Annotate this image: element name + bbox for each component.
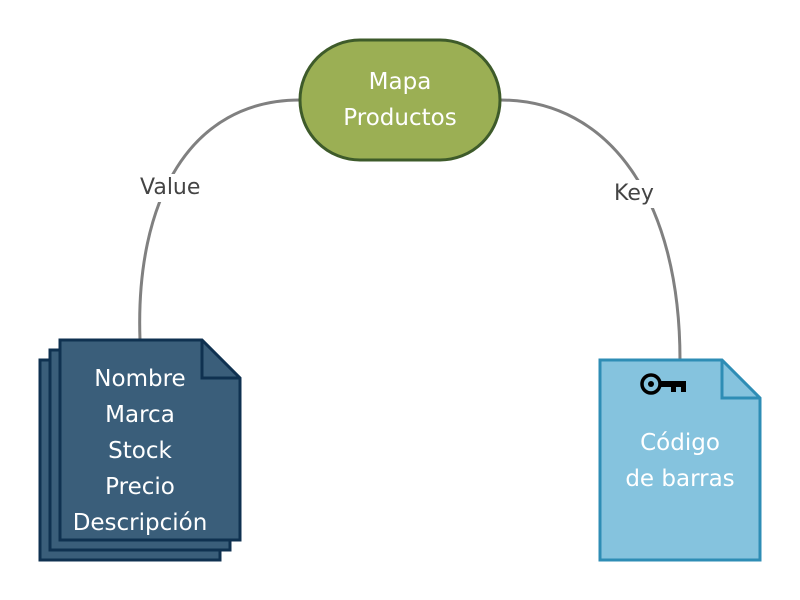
value-node-shape[interactable] xyxy=(38,338,242,562)
value-field-descripcion: Descripción xyxy=(72,510,208,536)
key-icon xyxy=(640,373,686,395)
value-node-label: Nombre Marca Stock Precio Descripción xyxy=(60,361,220,541)
center-node-label: Mapa Productos xyxy=(300,64,500,136)
key-document-fold xyxy=(720,360,760,400)
center-node-shape[interactable] xyxy=(298,38,502,162)
value-edge xyxy=(138,98,301,341)
value-edge-label: Value xyxy=(136,174,205,202)
key-field-line-1: Código xyxy=(640,430,720,456)
center-node-line-2: Productos xyxy=(343,105,457,131)
value-field-marca: Marca xyxy=(105,402,175,428)
value-field-nombre: Nombre xyxy=(94,366,186,392)
value-field-stock: Stock xyxy=(108,438,172,464)
center-node-line-1: Mapa xyxy=(368,69,432,95)
value-field-precio: Precio xyxy=(105,474,175,500)
document-front xyxy=(58,338,242,542)
key-edge xyxy=(499,98,682,361)
key-node-shape[interactable] xyxy=(598,358,762,562)
document-front-fold xyxy=(200,340,240,380)
key-node-label: Código de barras xyxy=(600,425,760,497)
key-edge-label: Key xyxy=(610,180,658,208)
key-document xyxy=(598,358,762,562)
key-field-line-2: de barras xyxy=(625,466,735,492)
